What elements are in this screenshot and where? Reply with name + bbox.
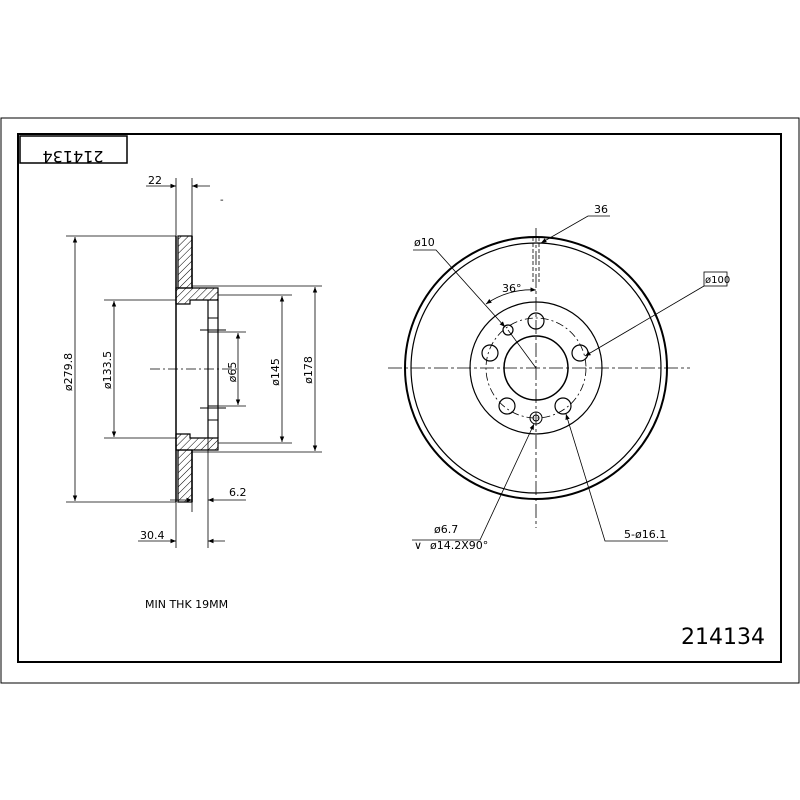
bolt-hole-4: [498, 397, 516, 415]
dim-bolt-holes: 5-ø16.1: [624, 528, 666, 541]
mirrored-title-box: 214134: [19, 135, 128, 166]
dim-65-diameter: ø65: [226, 362, 239, 383]
dim-pin-hole-6-7: ø6.7: [434, 523, 458, 536]
section-hatch-top-outer: [177, 235, 193, 289]
small-hole-top: [502, 324, 514, 336]
dim-countersink-14-2: ø14.2X90°: [430, 539, 488, 552]
mirrored-part-number: 214134: [42, 147, 103, 166]
dim-145-diameter: ø145: [269, 358, 282, 386]
section-hat-bottom: [175, 433, 219, 451]
bolt-hole-5: [481, 344, 499, 362]
dim-hole-10: ø10: [414, 236, 435, 249]
outer-frame: [0, 117, 800, 684]
dim-notch-36: 36: [594, 203, 608, 216]
side-section-view: 22 ø279.8 ø133.5 ø65 ø145 ø178 6.2: [62, 174, 322, 548]
dim-thickness-6-2: 6.2: [229, 486, 247, 499]
dim-outer-diameter: ø279.8: [62, 353, 75, 391]
dim-offset-22: 22: [148, 174, 162, 187]
dim-178-diameter: ø178: [302, 356, 315, 384]
bolt-hole-3: [554, 397, 572, 415]
inner-frame: [17, 133, 782, 663]
dim-133-diameter: ø133.5: [101, 351, 114, 389]
min-thickness-note: MIN THK 19MM: [145, 598, 228, 611]
bolt-hole-2: [571, 344, 589, 362]
dim-height-30-4: 30.4: [140, 529, 165, 542]
countersink-symbol: ∨: [414, 539, 422, 552]
stray-mark: -: [220, 195, 224, 206]
front-view: 36 ø10 36° ø100 ø6.7 ∨ ø14.2X90° 5-ø16.1: [388, 203, 730, 552]
part-number: 214134: [681, 625, 765, 650]
section-hatch-bottom-outer: [177, 449, 193, 503]
dim-angle-36: 36°: [502, 282, 522, 295]
section-hat-top: [175, 287, 219, 305]
dim-pcd-100: ø100: [705, 275, 730, 286]
